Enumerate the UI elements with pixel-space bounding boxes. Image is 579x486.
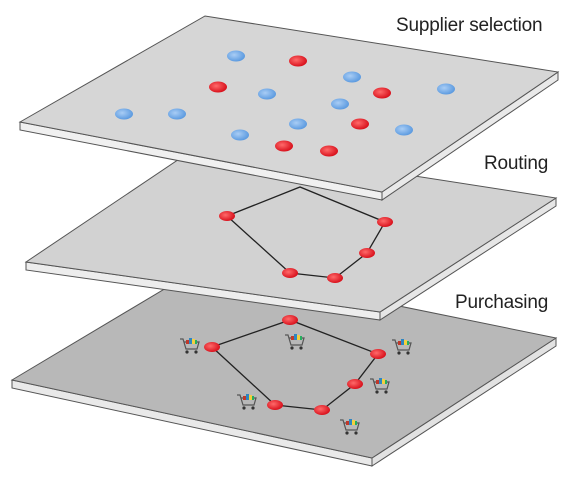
purchasing-plane-surface <box>10 265 558 459</box>
routing-node <box>282 268 298 278</box>
routing-node <box>359 248 375 258</box>
purchasing-node <box>314 405 330 415</box>
purchasing-plane <box>10 265 558 467</box>
routing-node <box>219 211 235 221</box>
candidate-supplier-node <box>115 108 133 120</box>
candidate-supplier-node <box>168 108 186 120</box>
selected-supplier-node <box>289 55 307 67</box>
purchasing-node <box>204 342 220 352</box>
selected-supplier-node <box>209 81 227 93</box>
supplier-selection-label: Supplier selection <box>396 15 543 36</box>
routing-label: Routing <box>484 153 549 174</box>
routing-plane <box>24 142 558 321</box>
purchasing-nodes <box>204 315 386 415</box>
candidate-supplier-node <box>437 83 455 95</box>
supplier-selection-plane <box>18 15 560 201</box>
candidate-supplier-node <box>289 118 307 130</box>
selected-suppliers <box>209 55 391 157</box>
routing-plane-surface <box>24 142 558 313</box>
candidate-supplier-node <box>395 124 413 136</box>
routing-nodes <box>219 211 393 283</box>
candidate-supplier-node <box>231 129 249 141</box>
selected-supplier-node <box>373 87 391 99</box>
purchasing-node <box>267 400 283 410</box>
purchasing-node <box>282 315 298 325</box>
purchasing-node <box>347 379 363 389</box>
purchasing-node <box>370 349 386 359</box>
selected-supplier-node <box>351 118 369 130</box>
supplier-selection-plane-surface <box>18 15 560 193</box>
candidate-supplier-node <box>331 98 349 110</box>
candidate-supplier-node <box>227 50 245 62</box>
routing-node <box>377 217 393 227</box>
candidate-suppliers <box>115 50 455 141</box>
selected-supplier-node <box>320 145 338 157</box>
candidate-supplier-node <box>343 71 361 83</box>
purchasing-label: Purchasing <box>455 292 549 313</box>
routing-node <box>327 273 343 283</box>
selected-supplier-node <box>275 140 293 152</box>
candidate-supplier-node <box>258 88 276 100</box>
